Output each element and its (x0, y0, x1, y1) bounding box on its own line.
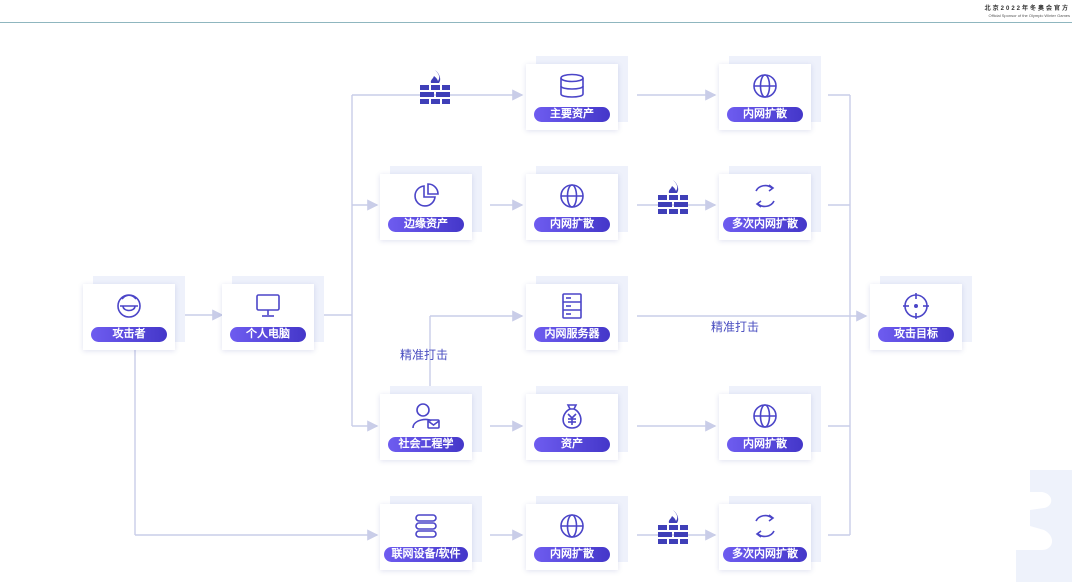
node-asset: 资产 (526, 386, 628, 460)
node-pc: 个人电脑 (222, 276, 324, 350)
globe-icon (560, 184, 584, 208)
server-icon (562, 293, 582, 319)
storage-stack-icon (415, 514, 437, 538)
money-bag-icon (562, 404, 582, 429)
node-label: 多次内网扩散 (723, 217, 807, 232)
node-label: 个人电脑 (230, 327, 306, 342)
node-lateral-2: 内网扩散 (526, 166, 628, 240)
user-mail-icon (412, 403, 440, 429)
node-label: 内网扩散 (727, 437, 803, 452)
node-multi-lateral-2: 多次内网扩散 (719, 496, 821, 570)
node-intranet-server: 内网服务器 (526, 276, 628, 350)
node-label: 内网服务器 (534, 327, 610, 342)
firewall-icon (658, 180, 688, 214)
target-icon (903, 293, 929, 319)
node-label: 边缘资产 (388, 217, 464, 232)
node-label: 内网扩散 (534, 547, 610, 562)
brand-block: 北京2022年冬奥会官方 Official Sponsor of the Oly… (985, 6, 1070, 18)
node-lateral-1: 内网扩散 (719, 56, 821, 130)
refresh-icon (755, 514, 775, 538)
refresh-icon (755, 184, 775, 208)
node-lateral-4: 内网扩散 (526, 496, 628, 570)
hacker-icon (117, 294, 141, 318)
computer-icon (256, 294, 280, 317)
node-target: 攻击目标 (870, 276, 972, 350)
node-iot-device: 联网设备/软件 (380, 496, 482, 570)
node-label: 主要资产 (534, 107, 610, 122)
node-lateral-3: 内网扩散 (719, 386, 821, 460)
globe-icon (560, 514, 584, 538)
node-attacker: 攻击者 (83, 276, 185, 350)
globe-icon (753, 74, 777, 98)
node-main-asset: 主要资产 (526, 56, 628, 130)
node-edge-asset: 边缘资产 (380, 166, 482, 240)
annotation-precise-strike-right: 精准打击 (711, 320, 760, 334)
globe-icon (753, 404, 777, 428)
database-icon (560, 73, 584, 98)
node-label: 资产 (534, 437, 610, 452)
firewall-icon (420, 70, 450, 104)
node-label: 攻击者 (91, 327, 167, 342)
node-label: 联网设备/软件 (384, 547, 468, 562)
node-multi-lateral-1: 多次内网扩散 (719, 166, 821, 240)
node-label: 内网扩散 (727, 107, 803, 122)
pie-chart-icon (414, 183, 439, 207)
node-label: 内网扩散 (534, 217, 610, 232)
decorative-shape (1016, 470, 1072, 582)
brand-cn: 北京2022年冬奥会官方 (984, 6, 1070, 12)
node-label: 攻击目标 (878, 327, 954, 342)
annotation-precise-strike-left: 精准打击 (400, 348, 449, 362)
node-label: 社会工程学 (388, 437, 464, 452)
header-divider (0, 22, 1072, 23)
firewall-icon (658, 510, 688, 544)
node-label: 多次内网扩散 (723, 547, 807, 562)
brand-en: Official Sponsor of the Olympic Winter G… (988, 13, 1070, 18)
node-social-engineering: 社会工程学 (380, 386, 482, 460)
